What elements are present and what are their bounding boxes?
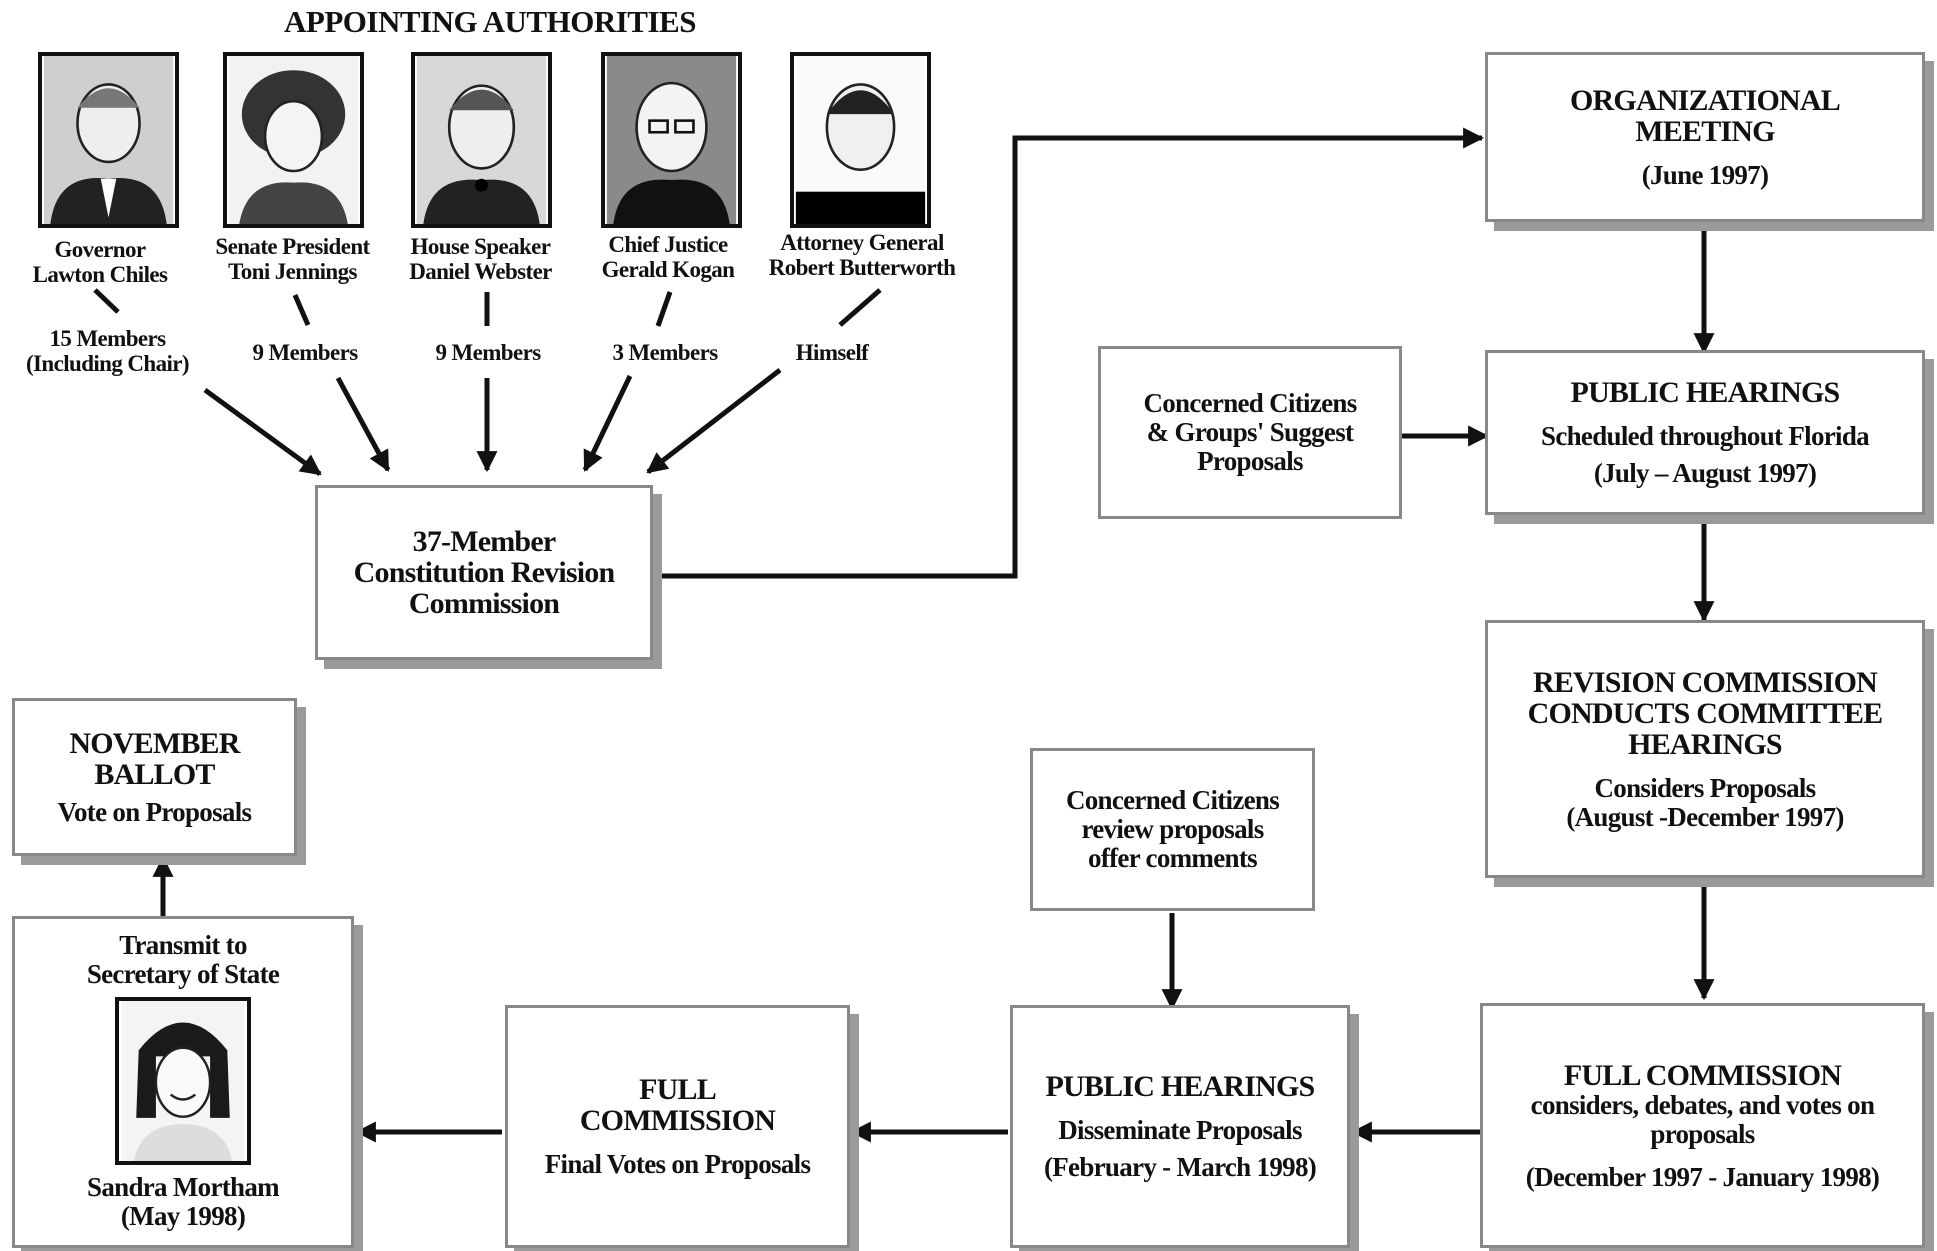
committee-hearings-box: REVISION COMMISSION CONDUCTS COMMITTEE H…	[1485, 620, 1925, 878]
authority-name: Lawton Chiles	[32, 262, 168, 287]
committee-line2: CONDUCTS COMMITTEE	[1527, 696, 1884, 730]
secretary-name: Sandra Mortham	[87, 1172, 280, 1202]
person-photo-icon	[416, 56, 547, 224]
committee-line3: HEARINGS	[1628, 727, 1782, 761]
member-note: (Including Chair)	[26, 351, 190, 376]
person-photo-icon	[43, 56, 174, 224]
members-senate: 9 Members	[252, 340, 358, 365]
arrow-attorney-to-commission	[646, 368, 782, 474]
final-line1: FULL	[639, 1073, 717, 1106]
authority-name: Gerald Kogan	[601, 257, 735, 282]
authority-name: Daniel Webster	[409, 259, 552, 284]
member-count: 15 Members	[49, 326, 167, 351]
hearings1-date: (July – August 1997)	[1593, 458, 1817, 488]
person-photo-icon	[606, 56, 737, 224]
hearings2-date: (February - March 1998)	[1043, 1152, 1317, 1182]
caption-governor: Governor Lawton Chiles	[10, 237, 190, 287]
arrow-senate-to-commission	[335, 376, 391, 472]
portrait-secretary-of-state	[115, 997, 251, 1165]
secretary-line1: Transmit to	[119, 930, 247, 960]
committee-date: (August -December 1997)	[1566, 801, 1844, 832]
citizens-suggest-box: Concerned Citizens & Groups' Suggest Pro…	[1098, 346, 1402, 519]
authority-title: Governor	[54, 237, 146, 262]
arrow-justice-to-commission	[582, 374, 633, 472]
suggest-line3: Proposals	[1197, 446, 1303, 476]
ballot-text: Vote on Proposals	[57, 796, 252, 827]
public-hearings-2-box: PUBLIC HEARINGS Disseminate Proposals (F…	[1010, 1005, 1350, 1248]
commission-line2: Constitution Revision	[353, 556, 616, 589]
members-house: 9 Members	[435, 340, 541, 365]
review-line3: offer comments	[1088, 843, 1258, 873]
caption-senate-president: Senate President Toni Jennings	[195, 234, 390, 284]
connector-senate	[292, 294, 311, 326]
org-line1: ORGANIZATIONAL	[1570, 83, 1841, 117]
full1-heading: FULL COMMISSION	[1563, 1058, 1842, 1092]
caption-attorney-general: Attorney General Robert Butterworth	[752, 230, 972, 280]
authority-name: Robert Butterworth	[768, 255, 956, 280]
secretary-of-state-box: Transmit to Secretary of State Sandra Mo…	[12, 916, 354, 1248]
review-line2: review proposals	[1081, 814, 1264, 844]
person-photo-icon	[228, 56, 359, 224]
org-line2: MEETING	[1635, 114, 1775, 148]
hearings2-text: Disseminate Proposals	[1058, 1115, 1302, 1145]
organizational-meeting-box: ORGANIZATIONAL MEETING (June 1997)	[1485, 52, 1925, 222]
portrait-attorney-general	[790, 52, 931, 228]
hearings1-heading: PUBLIC HEARINGS	[1570, 376, 1841, 409]
full-commission-final-box: FULL COMMISSION Final Votes on Proposals	[505, 1005, 850, 1248]
final-line2: COMMISSION	[579, 1104, 776, 1137]
portrait-chief-justice	[601, 52, 742, 228]
person-photo-icon	[795, 56, 926, 224]
suggest-line1: Concerned Citizens	[1143, 388, 1357, 418]
secretary-line2: Secretary of State	[86, 959, 280, 989]
suggest-line2: & Groups' Suggest	[1146, 417, 1354, 447]
members-governor: 15 Members (Including Chair)	[0, 326, 215, 376]
commission-line3: Commission	[408, 587, 560, 620]
authority-title: Chief Justice	[608, 232, 728, 257]
connector-attorney	[838, 288, 882, 327]
appointing-authorities-title: APPOINTING AUTHORITIES	[284, 4, 696, 39]
commission-box: 37-Member Constitution Revision Commissi…	[315, 485, 653, 660]
portrait-senate-president	[223, 52, 364, 228]
full1-text2: proposals	[1650, 1118, 1755, 1149]
hearings2-heading: PUBLIC HEARINGS	[1045, 1070, 1316, 1103]
full1-text1: considers, debates, and votes on	[1530, 1089, 1875, 1120]
ballot-line2: BALLOT	[94, 757, 215, 791]
arrow-commission-to-org-meeting	[655, 127, 1485, 579]
caption-chief-justice: Chief Justice Gerald Kogan	[578, 232, 758, 282]
committee-text: Considers Proposals	[1594, 772, 1817, 803]
connector-justice	[655, 291, 673, 327]
secretary-date: (May 1998)	[120, 1201, 246, 1231]
committee-line1: REVISION COMMISSION	[1532, 665, 1878, 699]
final-text: Final Votes on Proposals	[544, 1149, 811, 1179]
full-commission-vote-box: FULL COMMISSION considers, debates, and …	[1480, 1003, 1925, 1248]
org-date: (June 1997)	[1641, 159, 1769, 190]
hearings1-text: Scheduled throughout Florida	[1541, 421, 1870, 451]
authority-name: Toni Jennings	[228, 259, 357, 284]
portrait-house-speaker	[411, 52, 552, 228]
members-attorney: Himself	[795, 340, 869, 365]
authority-title: Attorney General	[780, 230, 944, 255]
caption-house-speaker: House Speaker Daniel Webster	[388, 234, 573, 284]
arrow-governor-to-commission	[203, 387, 322, 477]
members-justice: 3 Members	[612, 340, 718, 365]
portrait-governor	[38, 52, 179, 228]
ballot-line1: NOVEMBER	[69, 726, 240, 760]
authority-title: Senate President	[215, 234, 370, 259]
authority-title: House Speaker	[410, 234, 551, 259]
review-line1: Concerned Citizens	[1065, 785, 1280, 815]
full1-date: (December 1997 - January 1998)	[1525, 1161, 1880, 1192]
public-hearings-1-box: PUBLIC HEARINGS Scheduled throughout Flo…	[1485, 350, 1925, 515]
person-photo-icon	[121, 1001, 245, 1161]
commission-line1: 37-Member	[412, 525, 557, 558]
citizens-review-box: Concerned Citizens review proposals offe…	[1030, 748, 1315, 911]
connector-governor	[93, 288, 120, 314]
november-ballot-box: NOVEMBER BALLOT Vote on Proposals	[12, 698, 297, 856]
